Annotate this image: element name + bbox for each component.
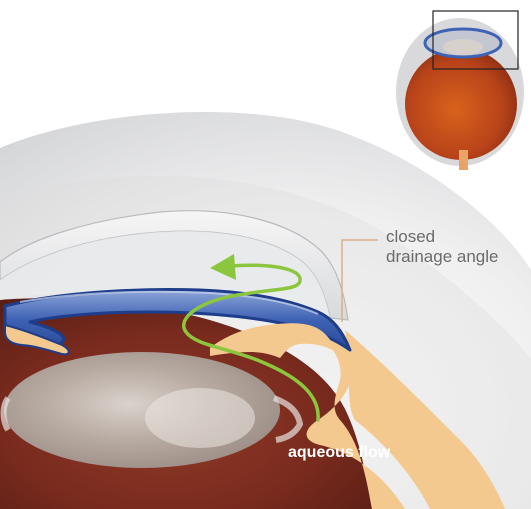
- angle-label-line1: closed: [386, 227, 498, 247]
- inset-eye: [396, 11, 524, 170]
- optic-nerve-icon: [459, 150, 468, 170]
- angle-label-line2: drainage angle: [386, 247, 498, 267]
- inset-lens: [443, 39, 483, 55]
- lens-highlight: [145, 388, 255, 448]
- aqueous-flow-label: aqueous flow: [288, 444, 390, 462]
- closed-drainage-angle-label: closed drainage angle: [386, 227, 498, 266]
- eyeball-icon: [405, 48, 517, 160]
